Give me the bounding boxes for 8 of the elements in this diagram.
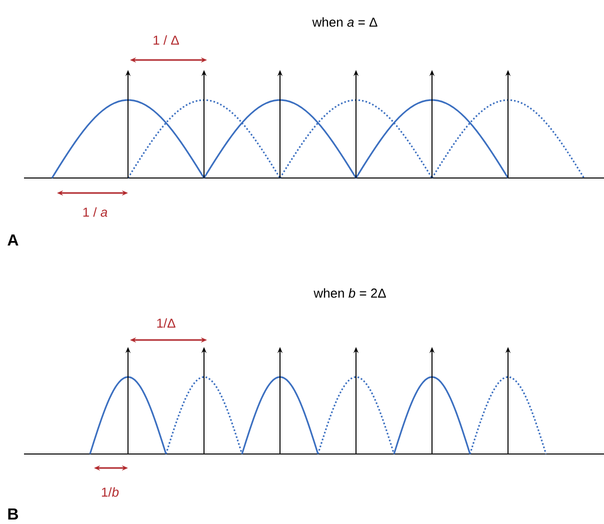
dimension-label: 1/b [102, 487, 119, 497]
panel-label: B [8, 508, 18, 520]
dimension-label: 1 / a [83, 207, 108, 217]
panel-label: A [8, 234, 18, 246]
dimension-label: 1/Δ [157, 318, 176, 328]
condition-label: when a = Δ [312, 17, 378, 27]
dimension-label: 1 / Δ [154, 35, 179, 45]
condition-label: when b = 2Δ [314, 288, 386, 298]
